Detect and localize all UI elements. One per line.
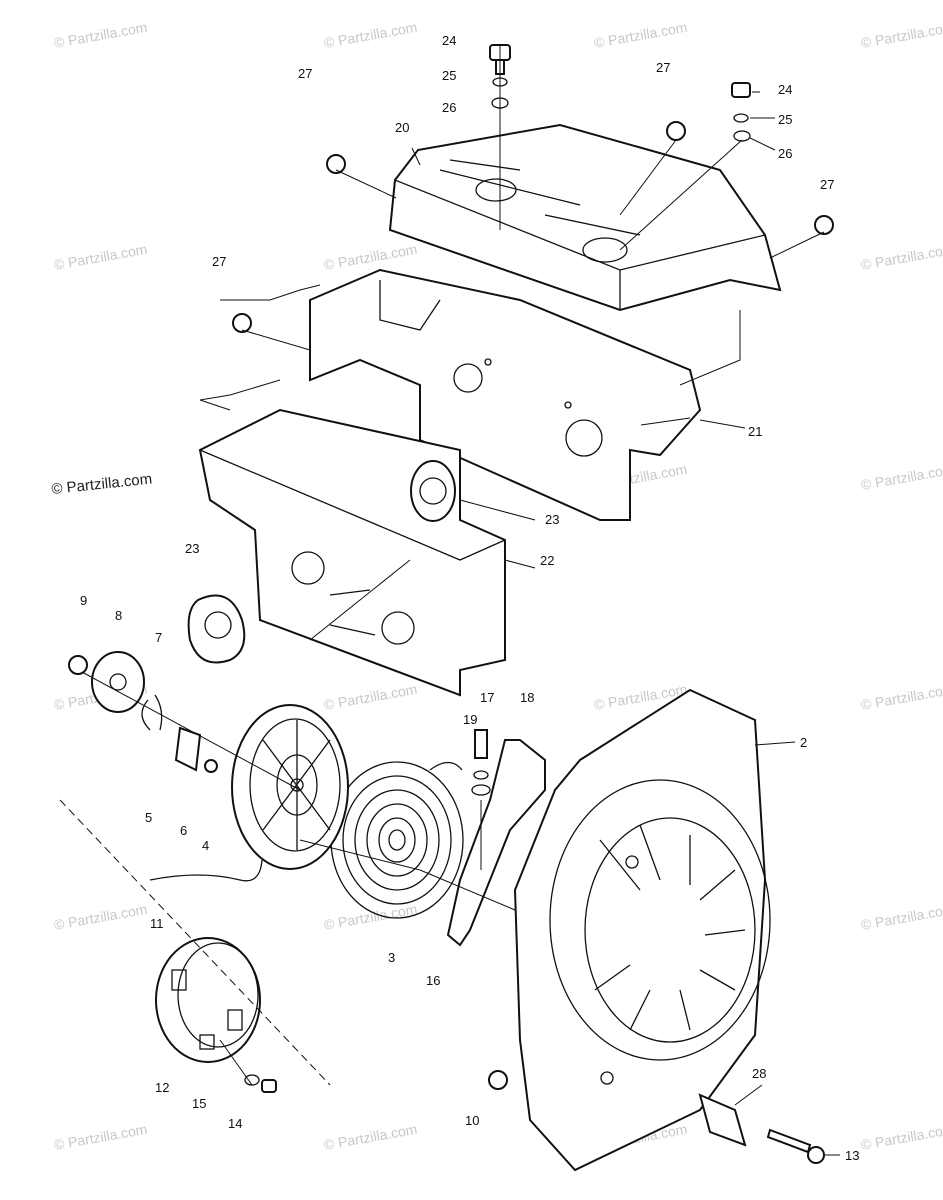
callout-26-right: 26	[778, 146, 792, 161]
watermark: © Partzilla.com	[53, 241, 149, 273]
callout-24-left: 24	[442, 33, 456, 48]
watermark-featured: © Partzilla.com	[51, 471, 153, 498]
callout-3: 3	[388, 950, 395, 965]
part-27-nut	[814, 215, 834, 235]
part-27-nut	[326, 154, 346, 174]
watermark: © Partzilla.com	[53, 19, 149, 51]
watermark: © Partzilla.com	[53, 901, 149, 933]
callout-25-left: 25	[442, 68, 456, 83]
watermark: © Partzilla.com	[53, 1121, 149, 1153]
watermark: © Partzilla.com	[860, 901, 943, 933]
part-24-bolt	[731, 82, 751, 98]
callout-19: 19	[463, 712, 477, 727]
part-12-cup	[155, 937, 261, 1063]
part-6-spring	[204, 759, 218, 773]
part-11-rope	[149, 859, 263, 882]
callout-23-lower: 23	[185, 541, 199, 556]
callout-12: 12	[155, 1080, 169, 1095]
part-4-pulley	[231, 704, 349, 870]
callout-26-left: 26	[442, 100, 456, 115]
part-20-top-shroud	[388, 123, 782, 312]
part-27-nut	[666, 121, 686, 141]
part-27-nut	[232, 313, 252, 333]
watermark: © Partzilla.com	[593, 19, 689, 51]
part-7-clip	[141, 694, 163, 731]
callout-5: 5	[145, 810, 152, 825]
watermark: © Partzilla.com	[860, 461, 943, 493]
callout-leaders	[411, 91, 840, 1156]
callout-18: 18	[520, 690, 534, 705]
part-9-nut	[68, 655, 88, 675]
callout-13: 13	[845, 1148, 859, 1163]
callout-10: 10	[465, 1113, 479, 1128]
callout-21: 21	[748, 424, 762, 439]
callout-4: 4	[202, 838, 209, 853]
callout-16: 16	[426, 973, 440, 988]
callout-24-right: 24	[778, 82, 792, 97]
part-25-washer	[733, 113, 749, 123]
callout-27-c: 27	[820, 177, 834, 192]
callout-17: 17	[480, 690, 494, 705]
part-16-bracket	[446, 739, 546, 947]
callout-20: 20	[395, 120, 409, 135]
watermark: © Partzilla.com	[323, 19, 419, 51]
callout-23-upper: 23	[545, 512, 559, 527]
leader-lines	[59, 45, 825, 1086]
part-2-fan-housing	[513, 688, 771, 1172]
watermark: © Partzilla.com	[860, 1121, 943, 1153]
watermark: © Partzilla.com	[860, 19, 943, 51]
watermark: © Partzilla.com	[323, 241, 419, 273]
part-23-gasket-lower	[187, 594, 246, 664]
callout-15: 15	[192, 1096, 206, 1111]
watermark: © Partzilla.com	[323, 901, 419, 933]
part-17-bolt	[474, 729, 488, 759]
part-10-nut	[488, 1070, 508, 1090]
part-15-washer	[244, 1074, 260, 1086]
part-21-upper-baffle	[309, 268, 702, 521]
callout-9: 9	[80, 593, 87, 608]
part-28-clip	[698, 1093, 747, 1147]
part-14-screw	[261, 1079, 277, 1093]
part-3-recoil-spring	[330, 761, 464, 919]
watermark: © Partzilla.com	[323, 681, 419, 713]
watermark: © Partzilla.com	[860, 241, 943, 273]
part-8-plate	[91, 651, 145, 713]
callout-27-a: 27	[298, 66, 312, 81]
callout-2: 2	[800, 735, 807, 750]
callout-27-b: 27	[656, 60, 670, 75]
part-26-washer	[733, 130, 751, 142]
small-hardware	[68, 44, 834, 1164]
watermark: © Partzilla.com	[860, 681, 943, 713]
callout-28: 28	[752, 1066, 766, 1081]
callout-7: 7	[155, 630, 162, 645]
part-22-lower-baffle	[198, 408, 506, 697]
callout-14: 14	[228, 1116, 242, 1131]
callout-22: 22	[540, 553, 554, 568]
part-19-washer	[471, 784, 491, 796]
callout-11: 11	[150, 916, 164, 931]
callout-8: 8	[115, 608, 122, 623]
part-23-gasket-upper	[410, 460, 456, 522]
callout-labels: 2 3 4 5 6 7 8 9 10 11 12 13 14 15 16 17 …	[80, 33, 859, 1163]
callout-25-right: 25	[778, 112, 792, 127]
part-18-washer	[473, 770, 489, 780]
part-13-bolt	[766, 1128, 812, 1154]
watermark: © Partzilla.com	[323, 1121, 419, 1153]
callout-27-d: 27	[212, 254, 226, 269]
callout-6: 6	[180, 823, 187, 838]
